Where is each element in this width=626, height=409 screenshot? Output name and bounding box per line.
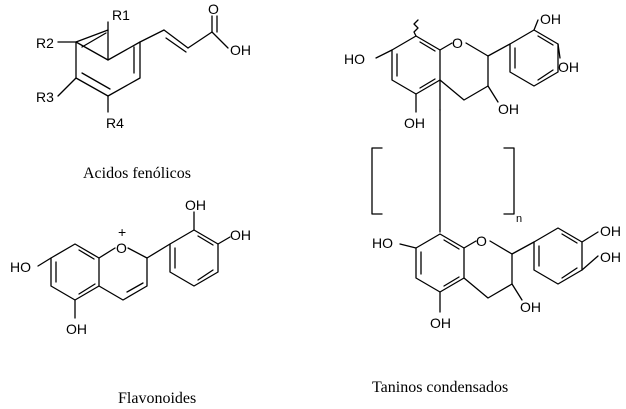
upper-oh-5-label: OH xyxy=(404,115,425,131)
r4-label: R4 xyxy=(106,115,124,131)
carbonyl-oxygen-label: O xyxy=(208,1,219,17)
lower-oh-3-label: OH xyxy=(520,299,541,315)
flavonoid-oh-4p-label: OH xyxy=(230,227,251,243)
flavonoid-structure: O + HO OH OH OH Flavonoides xyxy=(10,197,251,407)
lower-ring-oxygen-label: O xyxy=(476,233,487,249)
condensed-tannin-structure: O HO OH OH OH OH n O HO OH OH OH OH Tani… xyxy=(344,11,621,396)
upper-oh-3p-label: OH xyxy=(540,11,561,27)
flavylium-charge-label: + xyxy=(118,224,126,240)
repeat-count-label: n xyxy=(516,213,522,225)
condensed-tannins-caption: Taninos condensados xyxy=(372,379,508,396)
flavonoids-caption: Flavonoides xyxy=(118,390,196,407)
r1-label: R1 xyxy=(112,7,130,23)
upper-oh-4p-label: OH xyxy=(558,59,579,75)
flavonoid-ho-7-label: HO xyxy=(10,259,31,275)
upper-ring-oxygen-label: O xyxy=(452,35,463,51)
lower-ho-7-label: HO xyxy=(372,235,393,251)
flavonoid-oh-3p-label: OH xyxy=(185,197,206,213)
phenolic-acid-structure: R1 R2 R3 R4 O OH Acidos fenólicos xyxy=(36,1,251,182)
flavylium-oxygen-label: O xyxy=(116,240,127,256)
lower-oh-5-label: OH xyxy=(430,315,451,331)
r2-label: R2 xyxy=(36,35,54,51)
phenolic-acids-caption: Acidos fenólicos xyxy=(83,165,191,182)
r3-label: R3 xyxy=(36,89,54,105)
flavonoid-oh-5-label: OH xyxy=(66,321,87,337)
lower-oh-4p-label: OH xyxy=(600,249,621,265)
acid-hydroxyl-label: OH xyxy=(230,42,251,58)
upper-oh-3-label: OH xyxy=(498,101,519,117)
upper-ho-7-label: HO xyxy=(344,51,365,67)
lower-oh-3p-label: OH xyxy=(600,223,621,239)
